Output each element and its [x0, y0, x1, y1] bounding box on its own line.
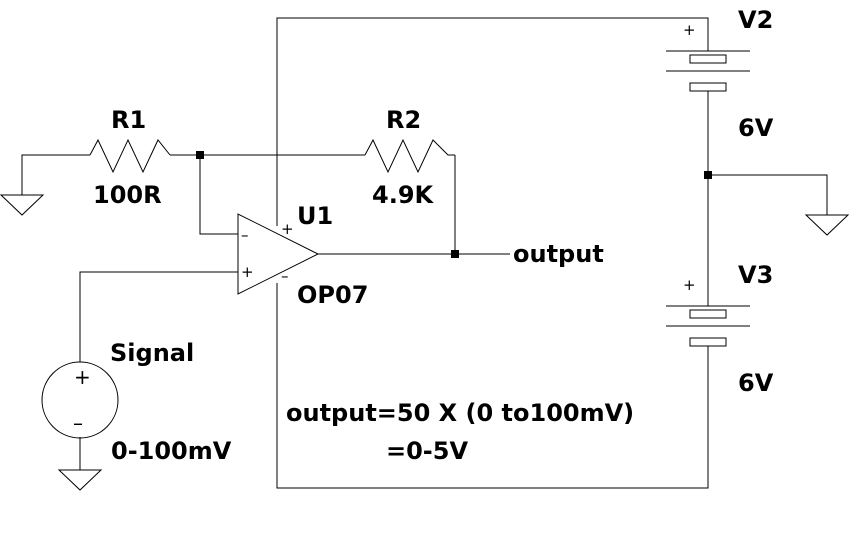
r1-ref-label: R1 [111, 106, 146, 134]
wire-mid-ground [708, 174, 828, 215]
gain-note-line-2: =0-5V [386, 437, 468, 465]
opamp-vplus-sign: + [281, 220, 294, 238]
battery-v2-plate-2 [689, 54, 727, 64]
opamp-triangle [237, 213, 320, 295]
u1-ref-label: U1 [297, 202, 333, 230]
signal-source-circle [41, 361, 119, 439]
wire-positive-supply [276, 17, 709, 226]
r1-value-label: 100R [93, 181, 162, 209]
battery-v2-plus-sign: + [683, 21, 696, 39]
opamp-u1: – + + – [237, 213, 320, 295]
r2-value-label: 4.9K [372, 181, 435, 209]
opamp-inverting-sign: – [241, 226, 249, 244]
signal-value-label: 0-100mV [111, 437, 232, 465]
wire-negative-supply [276, 283, 709, 489]
signal-minus-sign: – [73, 411, 83, 435]
signal-plus-sign: + [74, 365, 91, 389]
opamp-noninverting-sign: + [241, 263, 254, 281]
signal-ref-label: Signal [110, 339, 194, 367]
v3-value-label: 6V [738, 369, 774, 397]
junction-r1-r2 [196, 151, 204, 159]
u1-part-label: OP07 [297, 281, 368, 309]
battery-v3-plus-sign: + [683, 276, 696, 294]
wire-signal-noninverting [79, 271, 238, 362]
ground-symbol-signal [57, 469, 103, 491]
voltage-source-signal: + – [41, 361, 119, 439]
wire-ground-r1 [21, 154, 90, 195]
output-net-label: output [513, 240, 604, 268]
battery-v2-plate-4 [689, 82, 727, 92]
ground-symbol-left [0, 194, 45, 216]
battery-v3: + [666, 276, 750, 347]
battery-v3-plate-2 [689, 309, 727, 319]
resistor-r2-symbol [364, 138, 455, 174]
ground-symbol-right [804, 214, 850, 236]
resistor-r1-symbol [89, 138, 171, 174]
r2-ref-label: R2 [386, 106, 421, 134]
v3-ref-label: V3 [738, 261, 773, 289]
battery-v2: + [666, 21, 750, 92]
junction-output [451, 250, 459, 258]
v2-ref-label: V2 [738, 6, 773, 34]
wire-node-inverting-input [199, 155, 238, 235]
v2-value-label: 6V [738, 114, 774, 142]
battery-v3-plate-4 [689, 337, 727, 347]
junction-supply-midpoint [704, 171, 712, 179]
opamp-vminus-sign: – [281, 267, 289, 285]
gain-note-line-1: output=50 X (0 to100mV) [286, 399, 634, 427]
